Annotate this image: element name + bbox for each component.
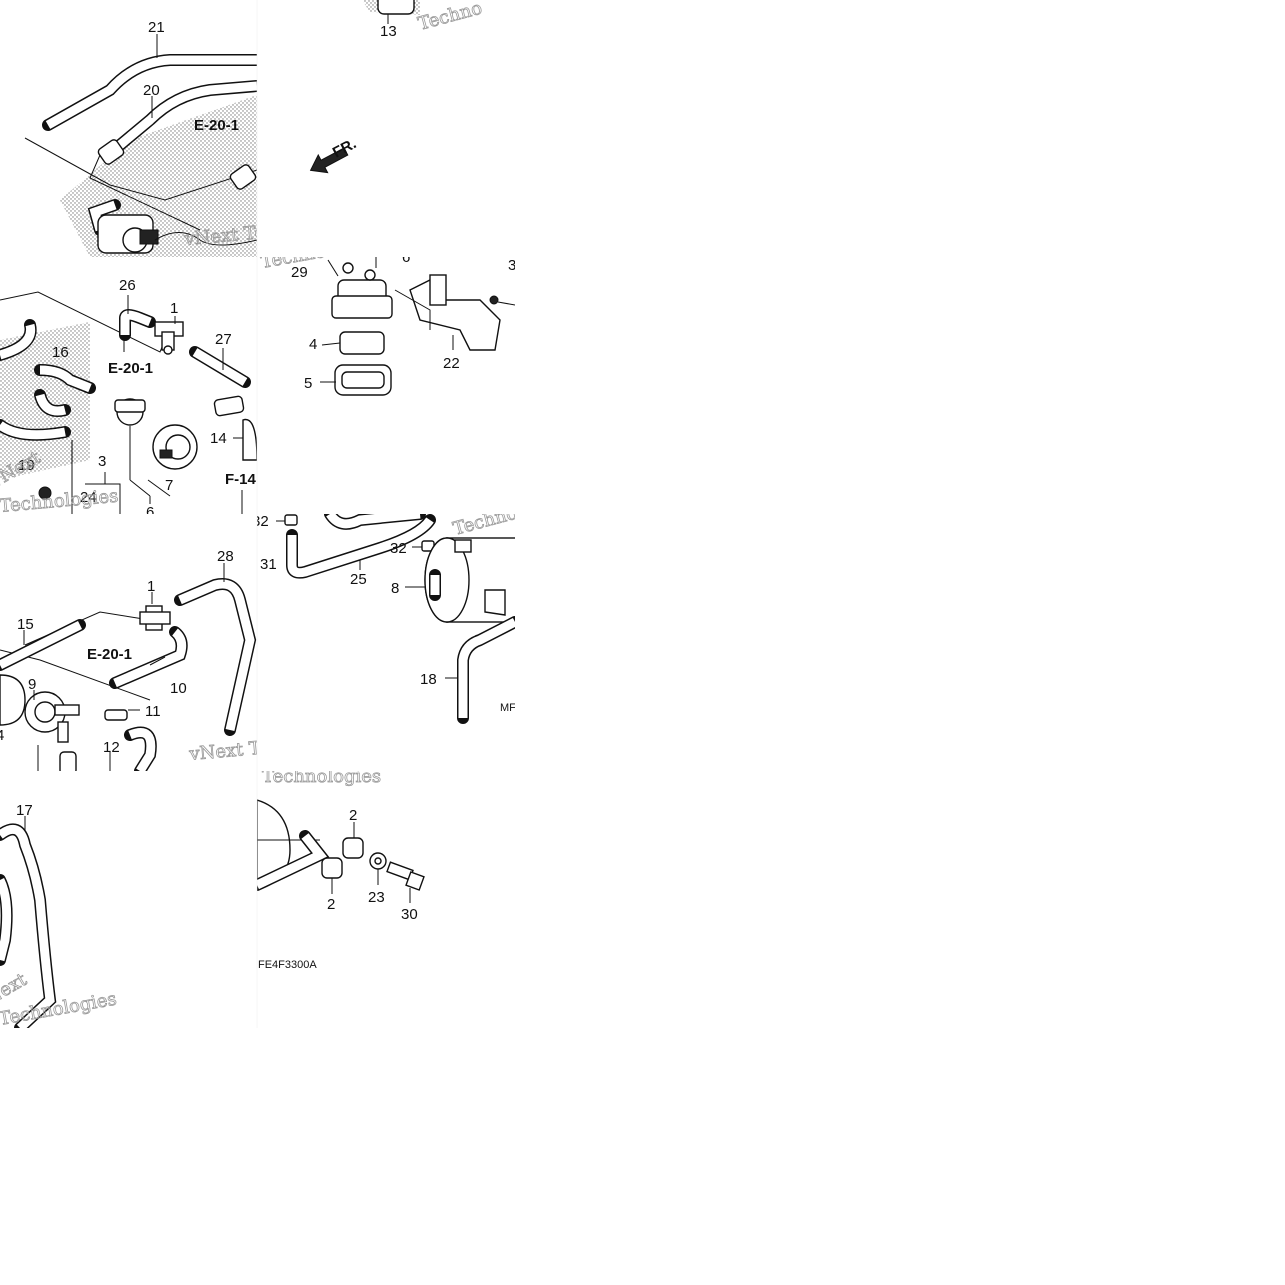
label-19: 19	[18, 457, 35, 474]
label-2-a: 2	[349, 807, 357, 824]
tile-top-left: 21 20 E-20-1 vNext Tec	[24, 19, 257, 257]
label-6: 6	[146, 504, 154, 521]
label-29: 29	[291, 264, 308, 281]
label-2-b: 2	[327, 896, 335, 913]
label-4-b: 4	[0, 727, 4, 744]
tile-mid-left: 26 1 27 16 E-20-1 14 19 3 7 F-14 24 6 vN…	[0, 277, 257, 521]
watermark-f: vNext Tec	[188, 736, 282, 765]
watermark-g: Techno	[451, 503, 520, 540]
label-26: 26	[119, 277, 136, 294]
watermark-j: Technologies	[262, 766, 381, 787]
label-11: 11	[145, 703, 161, 720]
label-1-a: 1	[170, 300, 178, 317]
label-32-a: 32	[252, 513, 269, 530]
label-16: 16	[52, 344, 69, 361]
label-32-b: 32	[390, 540, 407, 557]
label-22: 22	[443, 355, 460, 372]
label-24: 24	[80, 489, 97, 506]
label-1-b: 1	[147, 578, 155, 595]
label-28: 28	[217, 548, 234, 565]
ref-f-14: F-14	[225, 471, 257, 488]
watermark-b: Techno	[416, 0, 485, 35]
label-15: 15	[17, 616, 34, 633]
ref-e-20-1-c: E-20-1	[87, 646, 132, 663]
ref-e-20-1-a: E-20-1	[194, 117, 239, 134]
label-30: 30	[401, 906, 418, 923]
label-7: 7	[165, 477, 173, 494]
tile-row3-left: 28 1 15 E-20-1 9 10 11 4 12 vNext Tec	[0, 548, 282, 771]
label-27: 27	[215, 331, 232, 348]
diagram-code-right: MF	[500, 702, 516, 714]
front-arrow-icon	[309, 147, 349, 174]
label-23: 23	[368, 889, 385, 906]
label-4: 4	[309, 336, 317, 353]
label-31: 31	[260, 556, 277, 573]
tile-mid-right: 29 6 3 4 5 22 Techno	[259, 249, 516, 396]
label-21: 21	[148, 19, 165, 36]
diagram-code: FE4F3300A	[258, 959, 317, 971]
watermark-d: Technologies	[0, 486, 119, 517]
label-17: 17	[16, 802, 33, 819]
tile-row3-right: 32 32 31 25 8 18 MF Techno	[252, 503, 520, 724]
tile-row4-right: 2 2 23 30 FE4F3300A Technologies	[257, 766, 425, 971]
label-20: 20	[143, 82, 160, 99]
label-3: 3	[98, 453, 106, 470]
label-9: 9	[28, 676, 36, 693]
tile-row4-left: 17 Next Technologies	[0, 802, 119, 1028]
label-18: 18	[420, 671, 437, 688]
label-6-r: 6	[402, 249, 410, 266]
tile-top-right: 13 Techno FR.	[309, 0, 485, 174]
label-10: 10	[170, 680, 187, 697]
label-3-r: 3	[508, 257, 516, 274]
label-5: 5	[304, 375, 312, 392]
label-25: 25	[350, 571, 367, 588]
label-13: 13	[380, 23, 397, 40]
label-14: 14	[210, 430, 227, 447]
label-12: 12	[103, 739, 120, 756]
label-8: 8	[391, 580, 399, 597]
ref-e-20-1-b: E-20-1	[108, 360, 153, 377]
